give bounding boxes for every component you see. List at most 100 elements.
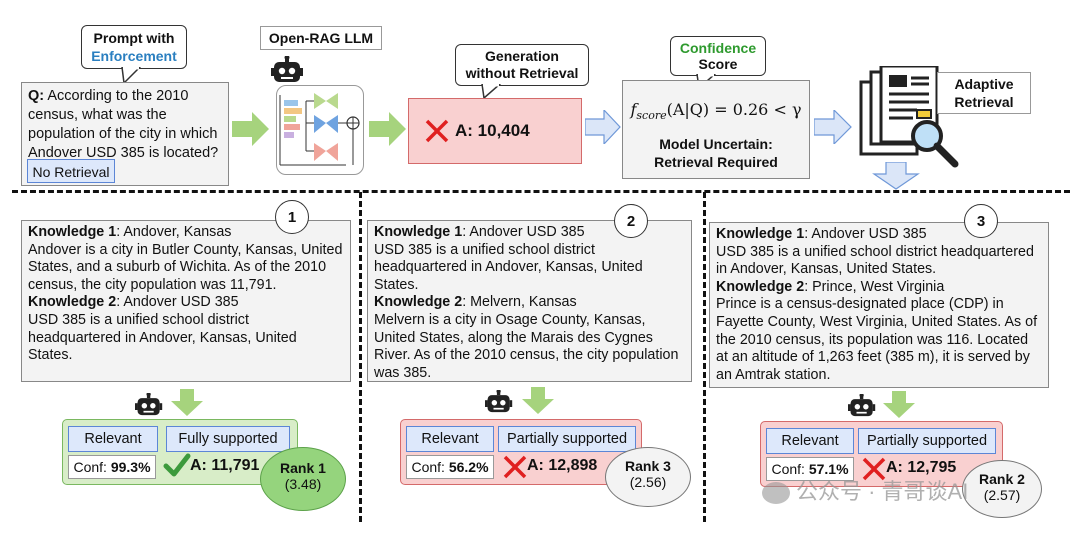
k2-title: : Melvern, Kansas bbox=[462, 294, 577, 311]
llm-architecture-diagram bbox=[279, 93, 360, 166]
k2-text: Melvern is a city in Osage County, Kansa… bbox=[374, 311, 679, 381]
relevant-tag-2: Relevant bbox=[406, 426, 494, 452]
rank-score-2: (2.56) bbox=[629, 474, 667, 490]
prompt-bubble-line2: Enforcement bbox=[91, 48, 177, 64]
answer-2: A: 12,898 bbox=[527, 457, 598, 474]
confidence-formula: fscore(A|Q) = 0.26 < γ bbox=[628, 100, 804, 122]
panel-number-2: 2 bbox=[614, 204, 648, 238]
arrow-llm-to-generation bbox=[369, 112, 406, 146]
formula-rhs: (A|Q) = 0.26 < γ bbox=[666, 100, 802, 119]
conf-label-2: Conf: bbox=[411, 459, 449, 475]
document-search-icon bbox=[859, 66, 959, 168]
confidence-note-line1: Model Uncertain: bbox=[659, 136, 773, 152]
conf-value-3: 57.1% bbox=[808, 461, 849, 477]
k1-title: : Andover USD 385 bbox=[462, 224, 585, 240]
arrow-down-2 bbox=[522, 387, 554, 414]
knowledge-box-1: Knowledge 1: Andover, Kansas Andover is … bbox=[21, 220, 351, 382]
rank-label-1: Rank 1 bbox=[280, 460, 326, 476]
generation-bubble: Generation without Retrieval bbox=[455, 44, 589, 86]
arrow-adaptive-down bbox=[872, 162, 920, 190]
wechat-icon bbox=[762, 482, 790, 505]
no-retrieval-tag: No Retrieval bbox=[27, 159, 115, 183]
conf-box-1: Conf: 99.3% bbox=[68, 455, 156, 479]
rank-label-3: Rank 2 bbox=[979, 471, 1025, 487]
prompt-bubble-line1: Prompt with bbox=[93, 30, 175, 46]
wrong-x-icon bbox=[503, 455, 527, 479]
answer-1: A: 11,791 bbox=[190, 457, 260, 474]
llm-robot-icon bbox=[271, 56, 303, 82]
conf-value-2: 56.2% bbox=[448, 459, 489, 475]
rank-badge-2: Rank 3 (2.56) bbox=[605, 447, 691, 507]
relevant-tag-3: Relevant bbox=[766, 428, 854, 454]
separator-horizontal bbox=[12, 190, 1070, 193]
k1-label: Knowledge 1 bbox=[374, 224, 463, 240]
conf-label-1: Conf: bbox=[73, 459, 111, 475]
arrow-down-3 bbox=[883, 391, 915, 418]
confidence-bubble: Confidence Score bbox=[670, 36, 766, 76]
question-text: According to the 2010 census, what was t… bbox=[28, 88, 219, 161]
k2-title: : Prince, West Virginia bbox=[804, 278, 945, 295]
k2-text: USD 385 is a unified school district hea… bbox=[28, 311, 297, 364]
robot-icon bbox=[485, 390, 513, 413]
prompt-bubble-tail bbox=[121, 67, 142, 85]
k2-label: Knowledge 2 bbox=[28, 294, 117, 311]
rank-score-1: (3.48) bbox=[284, 476, 322, 492]
rank-label-2: Rank 3 bbox=[625, 458, 671, 474]
wrong-x-icon bbox=[862, 457, 886, 481]
panel-number-1: 1 bbox=[275, 200, 309, 234]
rank-badge-1: Rank 1 (3.48) bbox=[260, 447, 346, 511]
conf-box-3: Conf: 57.1% bbox=[766, 457, 854, 481]
k2-label: Knowledge 2 bbox=[716, 278, 805, 295]
conf-value-1: 99.3% bbox=[110, 459, 151, 475]
question-label: Q: bbox=[28, 88, 45, 104]
arrow-generation-to-confidence bbox=[585, 110, 621, 144]
rank-badge-3: Rank 2 (2.57) bbox=[962, 460, 1042, 518]
relevant-tag-1: Relevant bbox=[68, 426, 158, 452]
confidence-note: Model Uncertain: Retrieval Required bbox=[628, 135, 804, 171]
k1-title: : Andover, Kansas bbox=[116, 224, 232, 240]
rank-score-3: (2.57) bbox=[983, 487, 1021, 503]
k1-text: USD 385 is a unified school district hea… bbox=[716, 243, 1034, 278]
conf-label-3: Conf: bbox=[771, 461, 809, 477]
k1-text: USD 385 is a unified school district hea… bbox=[374, 241, 643, 293]
formula-f: f bbox=[630, 100, 637, 119]
formula-sub: score bbox=[636, 109, 667, 123]
watermark-text: 公众号 · 青哥谈AI bbox=[796, 479, 969, 504]
robot-icon bbox=[848, 394, 876, 417]
k2-title: : Andover USD 385 bbox=[116, 294, 239, 311]
confidence-bubble-line1: Confidence bbox=[679, 40, 757, 56]
confidence-bubble-line2: Score bbox=[698, 56, 738, 72]
confidence-box bbox=[622, 80, 810, 179]
arrow-prompt-to-llm bbox=[232, 112, 269, 146]
prompt-bubble: Prompt with Enforcement bbox=[81, 25, 187, 69]
k1-label: Knowledge 1 bbox=[28, 224, 117, 240]
answer-3: A: 12,795 bbox=[886, 459, 957, 476]
robot-icon bbox=[135, 393, 163, 416]
confidence-note-line2: Retrieval Required bbox=[654, 154, 778, 170]
support-tag-2: Partially supported bbox=[498, 426, 636, 452]
support-tag-3: Partially supported bbox=[858, 428, 996, 454]
generation-bubble-text: Generation without Retrieval bbox=[465, 48, 579, 81]
k1-text: Andover is a city in Butler County, Kans… bbox=[28, 241, 343, 293]
llm-label: Open-RAG LLM bbox=[260, 26, 382, 50]
k2-label: Knowledge 2 bbox=[374, 294, 463, 311]
k2-text: Prince is a census-designated place (CDP… bbox=[716, 296, 1038, 383]
arrow-down-1 bbox=[171, 389, 203, 416]
separator-vertical-1 bbox=[359, 192, 362, 522]
panel-number-3: 3 bbox=[964, 204, 998, 238]
generation-bubble-tail bbox=[481, 84, 502, 100]
adaptive-label-line1: Adaptive bbox=[954, 76, 1014, 92]
check-icon bbox=[163, 453, 191, 477]
watermark: 公众号 · 青哥谈AI bbox=[762, 474, 968, 506]
adaptive-retrieval-label: Adaptive Retrieval bbox=[937, 72, 1031, 114]
knowledge-box-2: Knowledge 1: Andover USD 385 USD 385 is … bbox=[367, 220, 692, 382]
adaptive-label-line2: Retrieval bbox=[954, 94, 1014, 110]
k1-label: Knowledge 1 bbox=[716, 226, 805, 242]
conf-box-2: Conf: 56.2% bbox=[406, 455, 494, 479]
arrow-confidence-to-adaptive bbox=[814, 110, 852, 144]
k1-title: : Andover USD 385 bbox=[804, 226, 927, 242]
question-box: Q: According to the 2010 census, what wa… bbox=[21, 82, 229, 186]
wrong-x-icon bbox=[425, 119, 449, 143]
support-tag-1: Fully supported bbox=[166, 426, 290, 452]
generation-answer: A: 10,404 bbox=[455, 121, 530, 140]
